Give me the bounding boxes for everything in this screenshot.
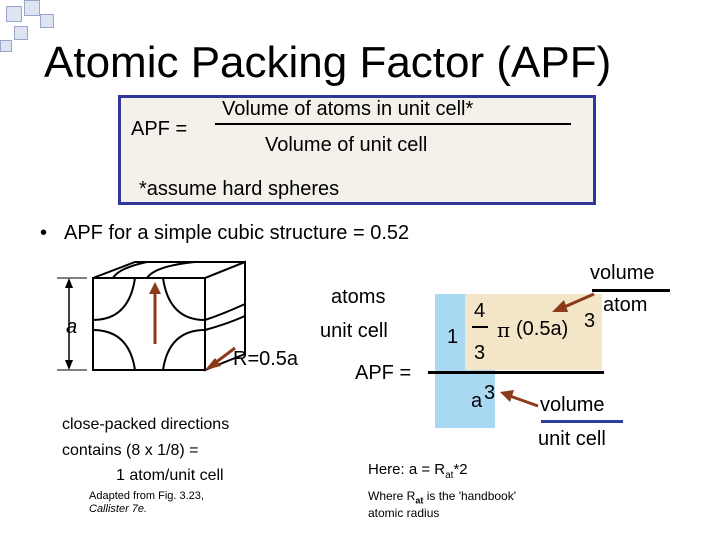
credit-line-1: Adapted from Fig. 3.23, <box>89 490 204 502</box>
definition-fraction-bar <box>215 123 571 125</box>
three-denominator: 3 <box>474 342 486 364</box>
atom-label: atom <box>603 294 648 316</box>
cell-volume-arrow <box>500 390 539 408</box>
atom-volume-highlight-box <box>465 294 602 370</box>
simple-cubic-diagram <box>57 260 246 372</box>
volume-label-top: volume <box>590 262 655 284</box>
here-relation-text: Here: a = R <box>368 461 446 478</box>
atom-volume-arrow <box>552 292 595 312</box>
here-relation-tail: *2 <box>453 461 468 478</box>
deco-square-5 <box>0 40 12 52</box>
credit-line-2: Callister 7e. <box>89 503 148 515</box>
radius-expression-text: (0.5a) <box>516 318 569 340</box>
directions-line-1: close-packed directions <box>62 416 230 433</box>
where-sub: at <box>415 495 424 506</box>
here-relation-sub: at <box>445 470 454 481</box>
volume-label-bottom: volume <box>540 394 605 416</box>
page-title: Atomic Packing Factor (APF) <box>44 38 612 87</box>
a-cubed-exponent: 3 <box>484 382 496 404</box>
bullet-dot: • <box>40 222 48 244</box>
deco-square-2 <box>24 0 40 16</box>
a-cubed-base: a <box>471 390 483 412</box>
definition-box <box>118 95 596 205</box>
atoms-label: atoms <box>331 286 386 308</box>
cube-edge-label: a <box>66 316 78 338</box>
here-relation: Here: a = Rat*2 <box>368 461 468 481</box>
radius-expression: (0.5a) <box>516 318 568 341</box>
deco-square-1 <box>6 6 22 22</box>
where-prefix: Where R <box>368 489 416 503</box>
definition-numerator: Volume of atoms in unit cell* <box>222 98 474 120</box>
pi-symbol: π <box>497 318 511 342</box>
definition-denominator: Volume of unit cell <box>265 134 428 156</box>
deco-square-4 <box>14 26 28 40</box>
definition-lhs: APF = <box>131 118 188 140</box>
apf-fraction-bar <box>428 371 604 374</box>
where-tail: is the 'handbook' <box>423 489 517 503</box>
unitcell-label: unit cell <box>320 320 388 342</box>
directions-line-3: 1 atom/unit cell <box>116 467 224 484</box>
unitcell-label-bottom: unit cell <box>538 428 606 450</box>
definition-note: *assume hard spheres <box>139 178 340 200</box>
volume-underline-blue <box>541 420 623 423</box>
cube-radius-label: R=0.5a <box>233 348 299 370</box>
deco-square-3 <box>40 14 54 28</box>
volume-atom-divider <box>592 289 670 292</box>
where-line-1: Where Rat is the 'handbook' <box>368 490 516 507</box>
bullet-text: APF for a simple cubic structure = 0.52 <box>64 222 410 244</box>
apf-equals-label: APF = <box>355 362 412 384</box>
cube-exponent: 3 <box>584 310 596 332</box>
four-numerator: 4 <box>474 300 486 322</box>
atoms-count: 1 <box>447 326 459 348</box>
directions-line-2: contains (8 x 1/8) = <box>62 442 199 459</box>
where-line-2: atomic radius <box>368 506 440 520</box>
four-thirds-bar <box>472 326 488 328</box>
